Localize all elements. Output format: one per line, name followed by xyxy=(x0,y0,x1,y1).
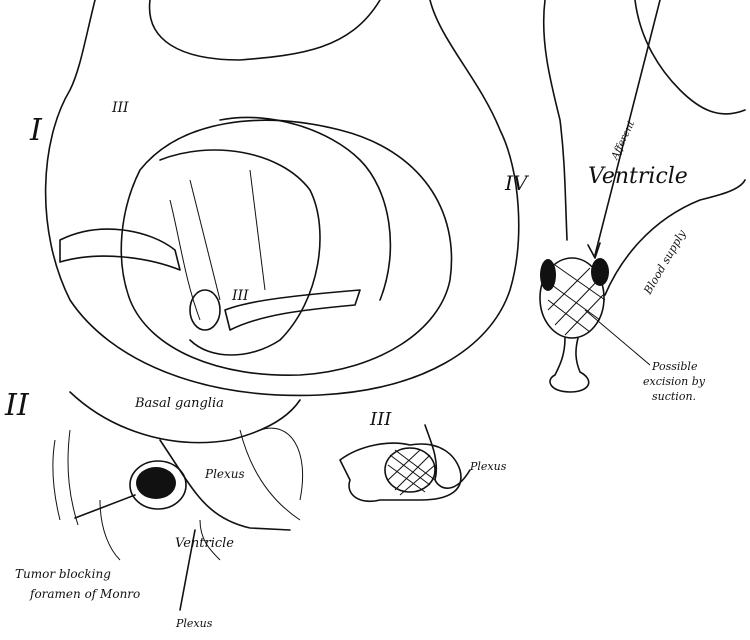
label-tumor-blocking: Tumor blocking xyxy=(15,567,111,581)
panel-4-numeral: IV xyxy=(504,171,530,195)
panel-3-drawing xyxy=(339,424,471,502)
panel-2-drawing xyxy=(52,391,304,611)
panel-1-label-clamp: III xyxy=(111,100,129,116)
label-plexus-iii: Plexus xyxy=(469,460,507,473)
label-afferent: Afferent xyxy=(609,118,637,162)
label-plexus-ii: Plexus xyxy=(204,467,245,481)
label-basal-ganglia: Basal ganglia xyxy=(134,396,224,411)
label-foramen-monro: foramen of Monro xyxy=(29,587,140,601)
panel-2-numeral: II xyxy=(4,388,30,423)
label-possible: Possible xyxy=(651,360,698,373)
label-ventricle-ii: Ventricle xyxy=(175,536,234,551)
panel-4-drawing xyxy=(539,0,746,393)
label-plexus-bottom: Plexus xyxy=(175,617,213,630)
label-suction: suction. xyxy=(652,390,696,403)
label-ventricle-iv: Ventricle xyxy=(588,164,688,189)
panel-1-numeral: I xyxy=(29,113,43,148)
label-blood-supply: Blood supply xyxy=(641,227,689,297)
panel-1-drawing xyxy=(44,0,520,397)
label-excision-by: excision by xyxy=(643,375,706,388)
panel-3-numeral: III xyxy=(369,409,392,430)
tumor-mass xyxy=(136,467,176,499)
panel-1-label-clamp-2: III xyxy=(231,288,249,304)
